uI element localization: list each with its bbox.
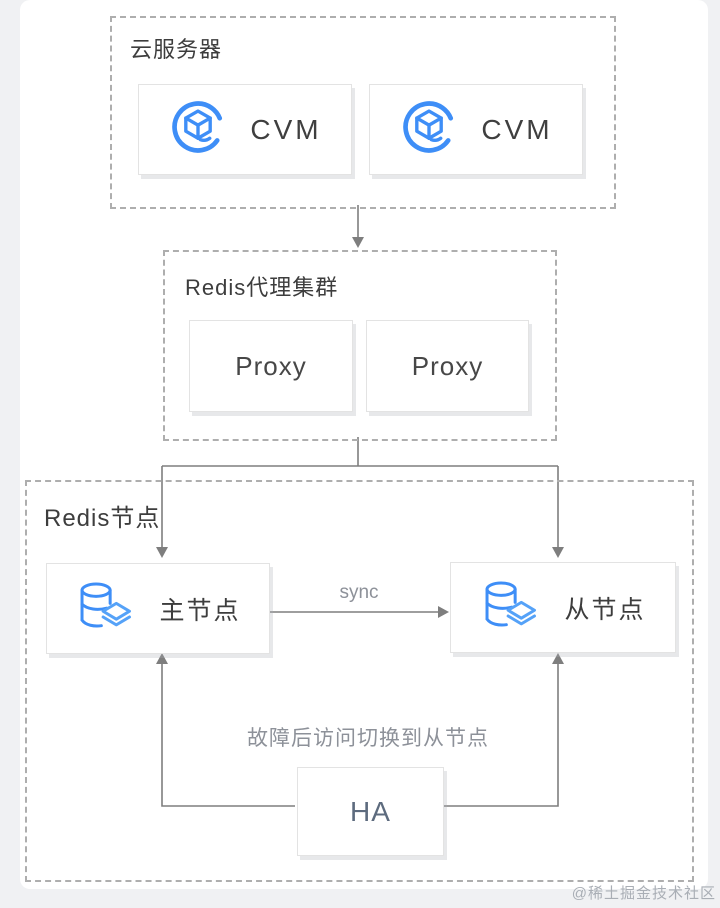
node-proxy-2: Proxy [366,320,529,412]
node-cvm-label: CVM [481,113,553,145]
database-layers-icon [75,579,133,638]
node-ha: HA [297,767,444,856]
group-proxy-cluster: Redis代理集群 Proxy Proxy [163,250,557,441]
group-cloud-servers: 云服务器 CVM [110,16,616,209]
node-proxy-label: Proxy [235,350,307,381]
node-ha-label: HA [350,795,391,827]
node-master-label: 主节点 [159,596,241,625]
node-master: 主节点 [46,563,270,654]
watermark: @稀土掘金技术社区 [571,885,716,902]
node-proxy-1: Proxy [189,320,353,412]
diagram-canvas [20,0,708,889]
node-replica: 从节点 [450,562,676,653]
sync-edge-label: sync [339,582,379,603]
cvm-icon [168,97,228,162]
cvm-icon [399,97,459,162]
node-cvm-label: CVM [250,113,322,145]
node-cvm-2: CVM [369,84,583,175]
database-layers-icon [480,578,538,637]
node-proxy-label: Proxy [411,350,484,381]
node-cvm-1: CVM [138,84,352,175]
group-cloud-title: 云服务器 [130,37,223,62]
group-redis-title: Redis节点 [44,505,161,532]
node-replica-label: 从节点 [564,595,646,624]
failover-note: 故障后访问切换到从节点 [247,727,489,750]
group-proxy-title: Redis代理集群 [185,275,339,300]
group-redis-nodes: Redis节点 主节点 [25,480,694,882]
